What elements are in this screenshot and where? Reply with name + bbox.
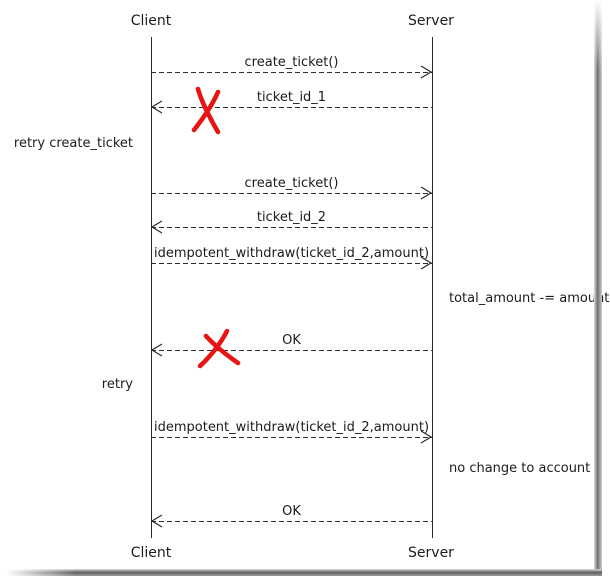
arrowhead-left-icon (151, 220, 163, 234)
side-note-retry: retry (101, 377, 133, 392)
arrowhead-left-icon (151, 514, 163, 528)
side-note-no-change: no change to account (449, 461, 591, 476)
message-label: ticket_id_2 (256, 210, 327, 225)
message-label: ticket_id_1 (256, 90, 327, 105)
message-arrow-line (151, 193, 432, 194)
image-drop-shadow-right-fade (594, 0, 602, 70)
message-label: OK (282, 333, 301, 348)
message-label: create_ticket() (244, 176, 339, 191)
message-label: OK (282, 504, 301, 519)
message-label: idempotent_withdraw(ticket_id_2,amount) (153, 246, 430, 261)
message-label: create_ticket() (244, 55, 339, 70)
image-drop-shadow-right (594, 0, 602, 576)
arrowhead-left-icon (151, 343, 163, 357)
message-arrow-line (151, 437, 432, 438)
image-drop-shadow-bottom (6, 569, 602, 576)
message-arrow-line (151, 72, 432, 73)
message-arrow-line (151, 107, 432, 108)
side-note-total-amount: total_amount -= amount (449, 291, 610, 306)
arrowhead-right-icon (420, 256, 432, 270)
arrowhead-right-icon (420, 65, 432, 79)
message-arrow-line (151, 521, 432, 522)
message-label: idempotent_withdraw(ticket_id_2,amount) (153, 420, 430, 435)
image-drop-shadow-bottom-fade (6, 569, 76, 576)
arrowhead-left-icon (151, 100, 163, 114)
failure-x-icon (191, 86, 221, 135)
message-arrow-line (151, 227, 432, 228)
arrowhead-right-icon (420, 430, 432, 444)
message-arrow-line (151, 350, 432, 351)
actor-label-client-top: Client (130, 13, 172, 29)
actor-label-client-bottom: Client (130, 545, 172, 561)
arrowhead-right-icon (420, 186, 432, 200)
actor-label-server-top: Server (408, 13, 454, 29)
lifeline-server (432, 37, 433, 538)
actor-label-server-bottom: Server (408, 545, 454, 561)
side-note-retry-create-ticket: retry create_ticket (13, 136, 133, 151)
message-arrow-line (151, 263, 432, 264)
lifeline-client (151, 37, 152, 538)
failure-x-icon (197, 328, 241, 369)
